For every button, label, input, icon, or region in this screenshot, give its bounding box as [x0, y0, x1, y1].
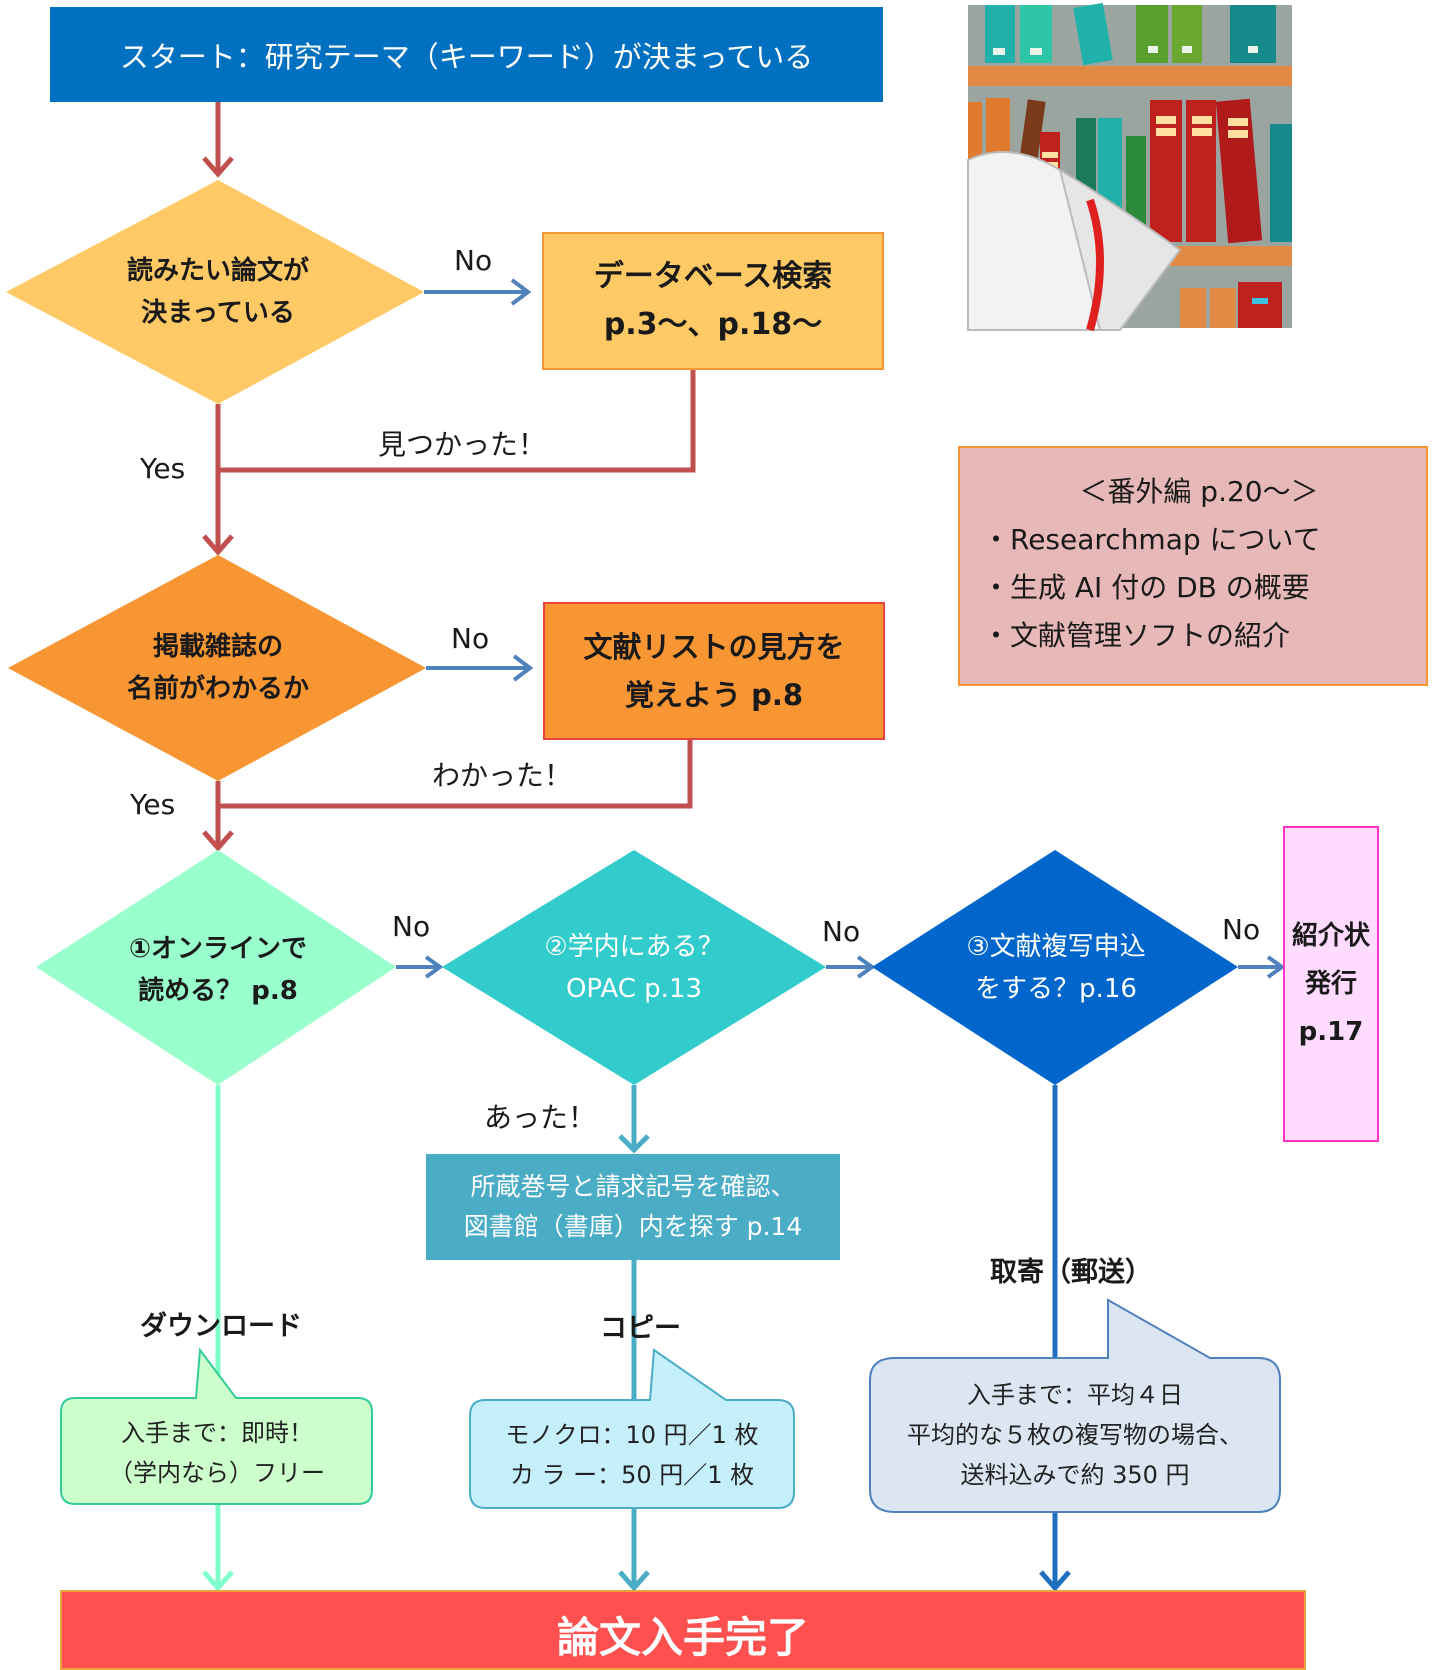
decision-opac-line2: OPAC p.13 [565, 974, 703, 1004]
decision2-diamond [8, 555, 426, 781]
decision-copy-label: ③文献複写申込 をする？p.16 [916, 926, 1196, 1010]
decision-opac-diamond [442, 850, 826, 1085]
bubble-online-text: 入手まで：即時！ （学内なら）フリー [64, 1408, 370, 1498]
start-box: スタート：研究テーマ（キーワード）が決まっている [50, 7, 883, 102]
extras-item: ・生成 AI 付の DB の概要 [982, 571, 1310, 604]
decision-copy-line2: をする？p.16 [975, 974, 1137, 1004]
reflist-box: 文献リストの見方を 覚えよう p.8 [543, 602, 885, 740]
decision-opac-line1: ②学内にある？ [544, 932, 724, 962]
label-yes-2: Yes [130, 788, 176, 821]
bubble-copy-text: モノクロ：10 円／1 枚 カ ラ ー：50 円／1 枚 [472, 1410, 792, 1500]
label-yes-1: Yes [140, 452, 186, 485]
decision-online-label: ①オンラインで 読める？ p.8 [80, 928, 356, 1012]
intro-letter-box: 紹介状 発行 p.17 [1283, 826, 1379, 1142]
bookshelf-illustration [967, 2, 1292, 332]
bubble-mail-line2: 平均的な５枚の複写物の場合、 [907, 1421, 1243, 1449]
bubble-online [60, 1347, 373, 1505]
decision-online-diamond [36, 850, 396, 1085]
decision-online-line1: ①オンラインで [128, 934, 307, 964]
decision2-label: 掲載雑誌の 名前がわかるか [60, 616, 376, 720]
decision1-line2: 決まっている [141, 298, 295, 328]
extras-item: ・Researchmap について [982, 523, 1321, 556]
label-no-5: No [1222, 913, 1261, 946]
extras-title: ＜番外編 p.20～＞ [1079, 475, 1319, 508]
extras-box: ＜番外編 p.20～＞ ・Researchmap について ・生成 AI 付の … [958, 446, 1428, 686]
arrow-start-to-decision1 [202, 100, 234, 178]
arrow-decision2-to-online [202, 781, 234, 852]
extras-item: ・文献管理ソフトの紹介 [982, 619, 1291, 652]
bubble-online-line1: 入手まで：即時！ [121, 1419, 313, 1447]
decision-online-line2: 読める？ p.8 [138, 976, 298, 1006]
bubble-copy-line1: モノクロ：10 円／1 枚 [505, 1421, 759, 1449]
label-no-2: No [451, 622, 490, 655]
label-exists: あった！ [484, 1101, 597, 1134]
label-understood: わかった！ [432, 759, 573, 792]
database-line1: データベース検索 [593, 259, 833, 294]
arrow-decision1-to-decision2 [202, 404, 234, 556]
intro-letter-line3: p.17 [1298, 1017, 1364, 1047]
label-no-4: No [822, 915, 861, 948]
arrow-opac-no [826, 955, 876, 979]
bubble-online-line2: （学内なら）フリー [109, 1459, 325, 1487]
arrow-decision2-no [426, 654, 534, 682]
arrow-opac-to-shelf [618, 1085, 650, 1154]
decision1-line1: 読みたい論文が [126, 256, 309, 286]
decision-copy-diamond [872, 850, 1238, 1085]
decision-opac-label: ②学内にある？ OPAC p.13 [494, 926, 774, 1010]
bubble-mail-line1: 入手まで：平均４日 [967, 1381, 1183, 1409]
decision-copy-line1: ③文献複写申込 [966, 932, 1146, 962]
connector-reflist-understood [220, 738, 693, 809]
database-box: データベース検索 p.3～、p.18～ [542, 232, 884, 370]
database-line2: p.3～、p.18～ [603, 307, 823, 342]
bubble-mail-text: 入手まで：平均４日 平均的な５枚の複写物の場合、 送料込みで約 350 円 [872, 1370, 1278, 1500]
decision2-line1: 掲載雑誌の [152, 632, 283, 662]
bubble-copy-line2: カ ラ ー：50 円／1 枚 [509, 1461, 755, 1489]
decision1-label: 読みたい論文が 決まっている [60, 240, 376, 344]
arrow-decision1-no [424, 278, 532, 306]
shelf-box: 所蔵巻号と請求記号を確認、 図書館（書庫）内を探す p.14 [426, 1154, 840, 1260]
decision1-diamond [6, 180, 424, 404]
label-copy: コピー [600, 1313, 681, 1344]
label-found: 見つかった！ [378, 428, 547, 461]
arrow-copy-no [1238, 955, 1286, 979]
label-no-3: No [392, 910, 431, 943]
shelf-line1: 所蔵巻号と請求記号を確認、 [470, 1172, 796, 1201]
reflist-line2: 覚えよう p.8 [624, 678, 804, 712]
finish-text: 論文入手完了 [556, 1613, 809, 1662]
arrow-online-no [396, 955, 444, 979]
label-download: ダウンロード [140, 1311, 302, 1342]
bubble-mail [869, 1298, 1281, 1513]
intro-letter-line2: 発行 [1304, 969, 1357, 999]
finish-box: 論文入手完了 [60, 1590, 1306, 1670]
label-no-1: No [454, 244, 493, 277]
bubble-mail-line3: 送料込みで約 350 円 [960, 1461, 1190, 1489]
shelf-line2: 図書館（書庫）内を探す p.14 [463, 1212, 803, 1241]
connector-database-found [220, 368, 696, 473]
bubble-copy [469, 1348, 795, 1509]
reflist-line1: 文献リストの見方を [583, 630, 845, 664]
decision2-line2: 名前がわかるか [126, 674, 309, 704]
label-mail: 取寄（郵送） [990, 1257, 1152, 1288]
start-text: スタート：研究テーマ（キーワード）が決まっている [119, 39, 814, 74]
intro-letter-line1: 紹介状 [1291, 921, 1370, 951]
